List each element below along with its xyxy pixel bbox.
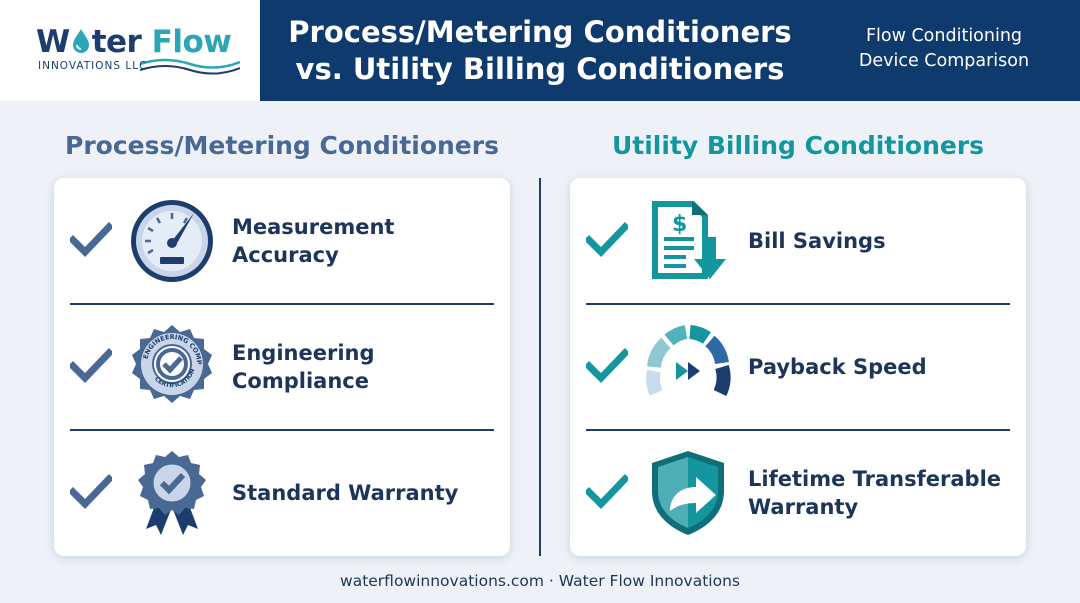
list-item: $ Bill Savings: [570, 178, 1026, 304]
logo-letter-w: W: [36, 24, 70, 60]
checkmark-icon: [586, 222, 628, 258]
divider: [586, 429, 1010, 431]
list-item: Measurement Accuracy: [54, 178, 510, 304]
item-label: Measurement Accuracy: [232, 215, 395, 267]
list-item: Lifetime Transferable Warranty: [570, 430, 1026, 556]
list-item: Standard Warranty: [54, 430, 510, 556]
item-label: Payback Speed: [748, 355, 927, 379]
bill-savings-icon: $: [652, 201, 726, 279]
award-ribbon-icon: [138, 451, 206, 535]
list-item: Payback Speed: [570, 304, 1026, 430]
speedometer-fast-forward-icon: [646, 325, 731, 397]
item-label: Bill Savings: [748, 229, 886, 253]
checkmark-icon: [70, 222, 112, 258]
checkmark-icon: [70, 348, 112, 384]
left-column-heading: Process/Metering Conditioners: [65, 131, 499, 160]
right-column-heading: Utility Billing Conditioners: [611, 131, 985, 160]
svg-text:$: $: [672, 212, 687, 237]
checkmark-icon: [70, 474, 112, 510]
header-bar: Process/Metering Conditioners vs. Utilit…: [260, 0, 1080, 101]
logo-letters-ter: ter: [91, 24, 142, 60]
divider: [70, 429, 494, 431]
certification-seal-icon: ENGINEERING COMPLIANCE CERTIFICATION: [128, 323, 212, 403]
checkmark-icon: [586, 348, 628, 384]
right-comparison-card: $ Bill Savings Payback Speed: [570, 178, 1026, 556]
logo-flow: Flow: [151, 24, 232, 60]
left-comparison-card: Measurement Accuracy ENGINEERING COMPLIA…: [54, 178, 510, 556]
wave-icon: [140, 58, 240, 75]
column-divider: [539, 178, 541, 556]
item-label: Engineering Compliance: [232, 341, 375, 393]
page-title: Process/Metering Conditioners vs. Utilit…: [288, 15, 792, 86]
page-subtitle: Flow Conditioning Device Comparison: [858, 26, 1030, 71]
gauge-icon: [131, 200, 213, 282]
checkmark-icon: [586, 474, 628, 510]
item-label: Standard Warranty: [232, 481, 459, 505]
footer-text: waterflowinnovations.com · Water Flow In…: [340, 572, 740, 590]
water-drop-icon: [72, 29, 89, 53]
divider: [70, 303, 494, 305]
item-label: Lifetime Transferable Warranty: [748, 467, 1002, 519]
divider: [586, 303, 1010, 305]
logo-subtitle: INNOVATIONS LLC: [38, 60, 148, 72]
list-item: ENGINEERING COMPLIANCE CERTIFICATION Eng…: [54, 304, 510, 430]
shield-arrow-icon: [652, 451, 724, 535]
